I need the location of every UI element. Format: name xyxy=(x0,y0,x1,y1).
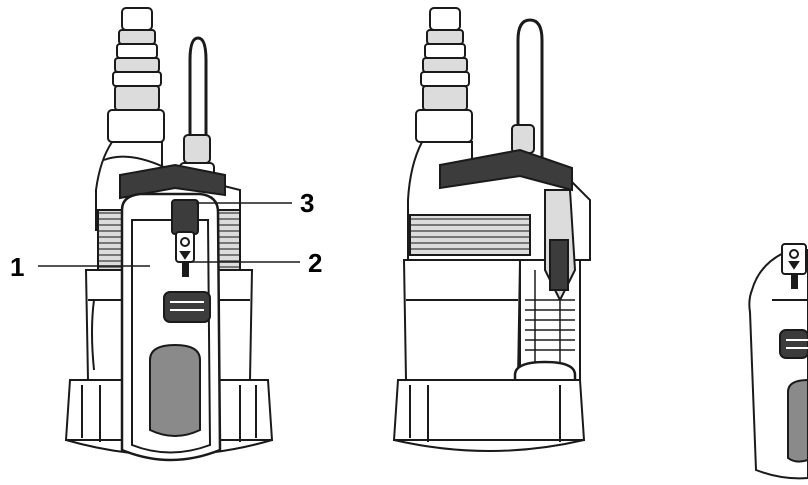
float-switch-clip xyxy=(171,199,199,277)
carry-handle xyxy=(119,163,226,200)
pump-cutaway xyxy=(392,7,591,452)
power-cable xyxy=(188,36,208,145)
hose-connector xyxy=(107,7,165,143)
callout-leaders xyxy=(38,202,300,267)
callout-3: 3 xyxy=(300,188,314,218)
callout-2: 2 xyxy=(308,248,322,278)
pump-assembled xyxy=(64,7,274,462)
front-cover-detail xyxy=(748,243,808,480)
callout-1: 1 xyxy=(10,252,24,282)
